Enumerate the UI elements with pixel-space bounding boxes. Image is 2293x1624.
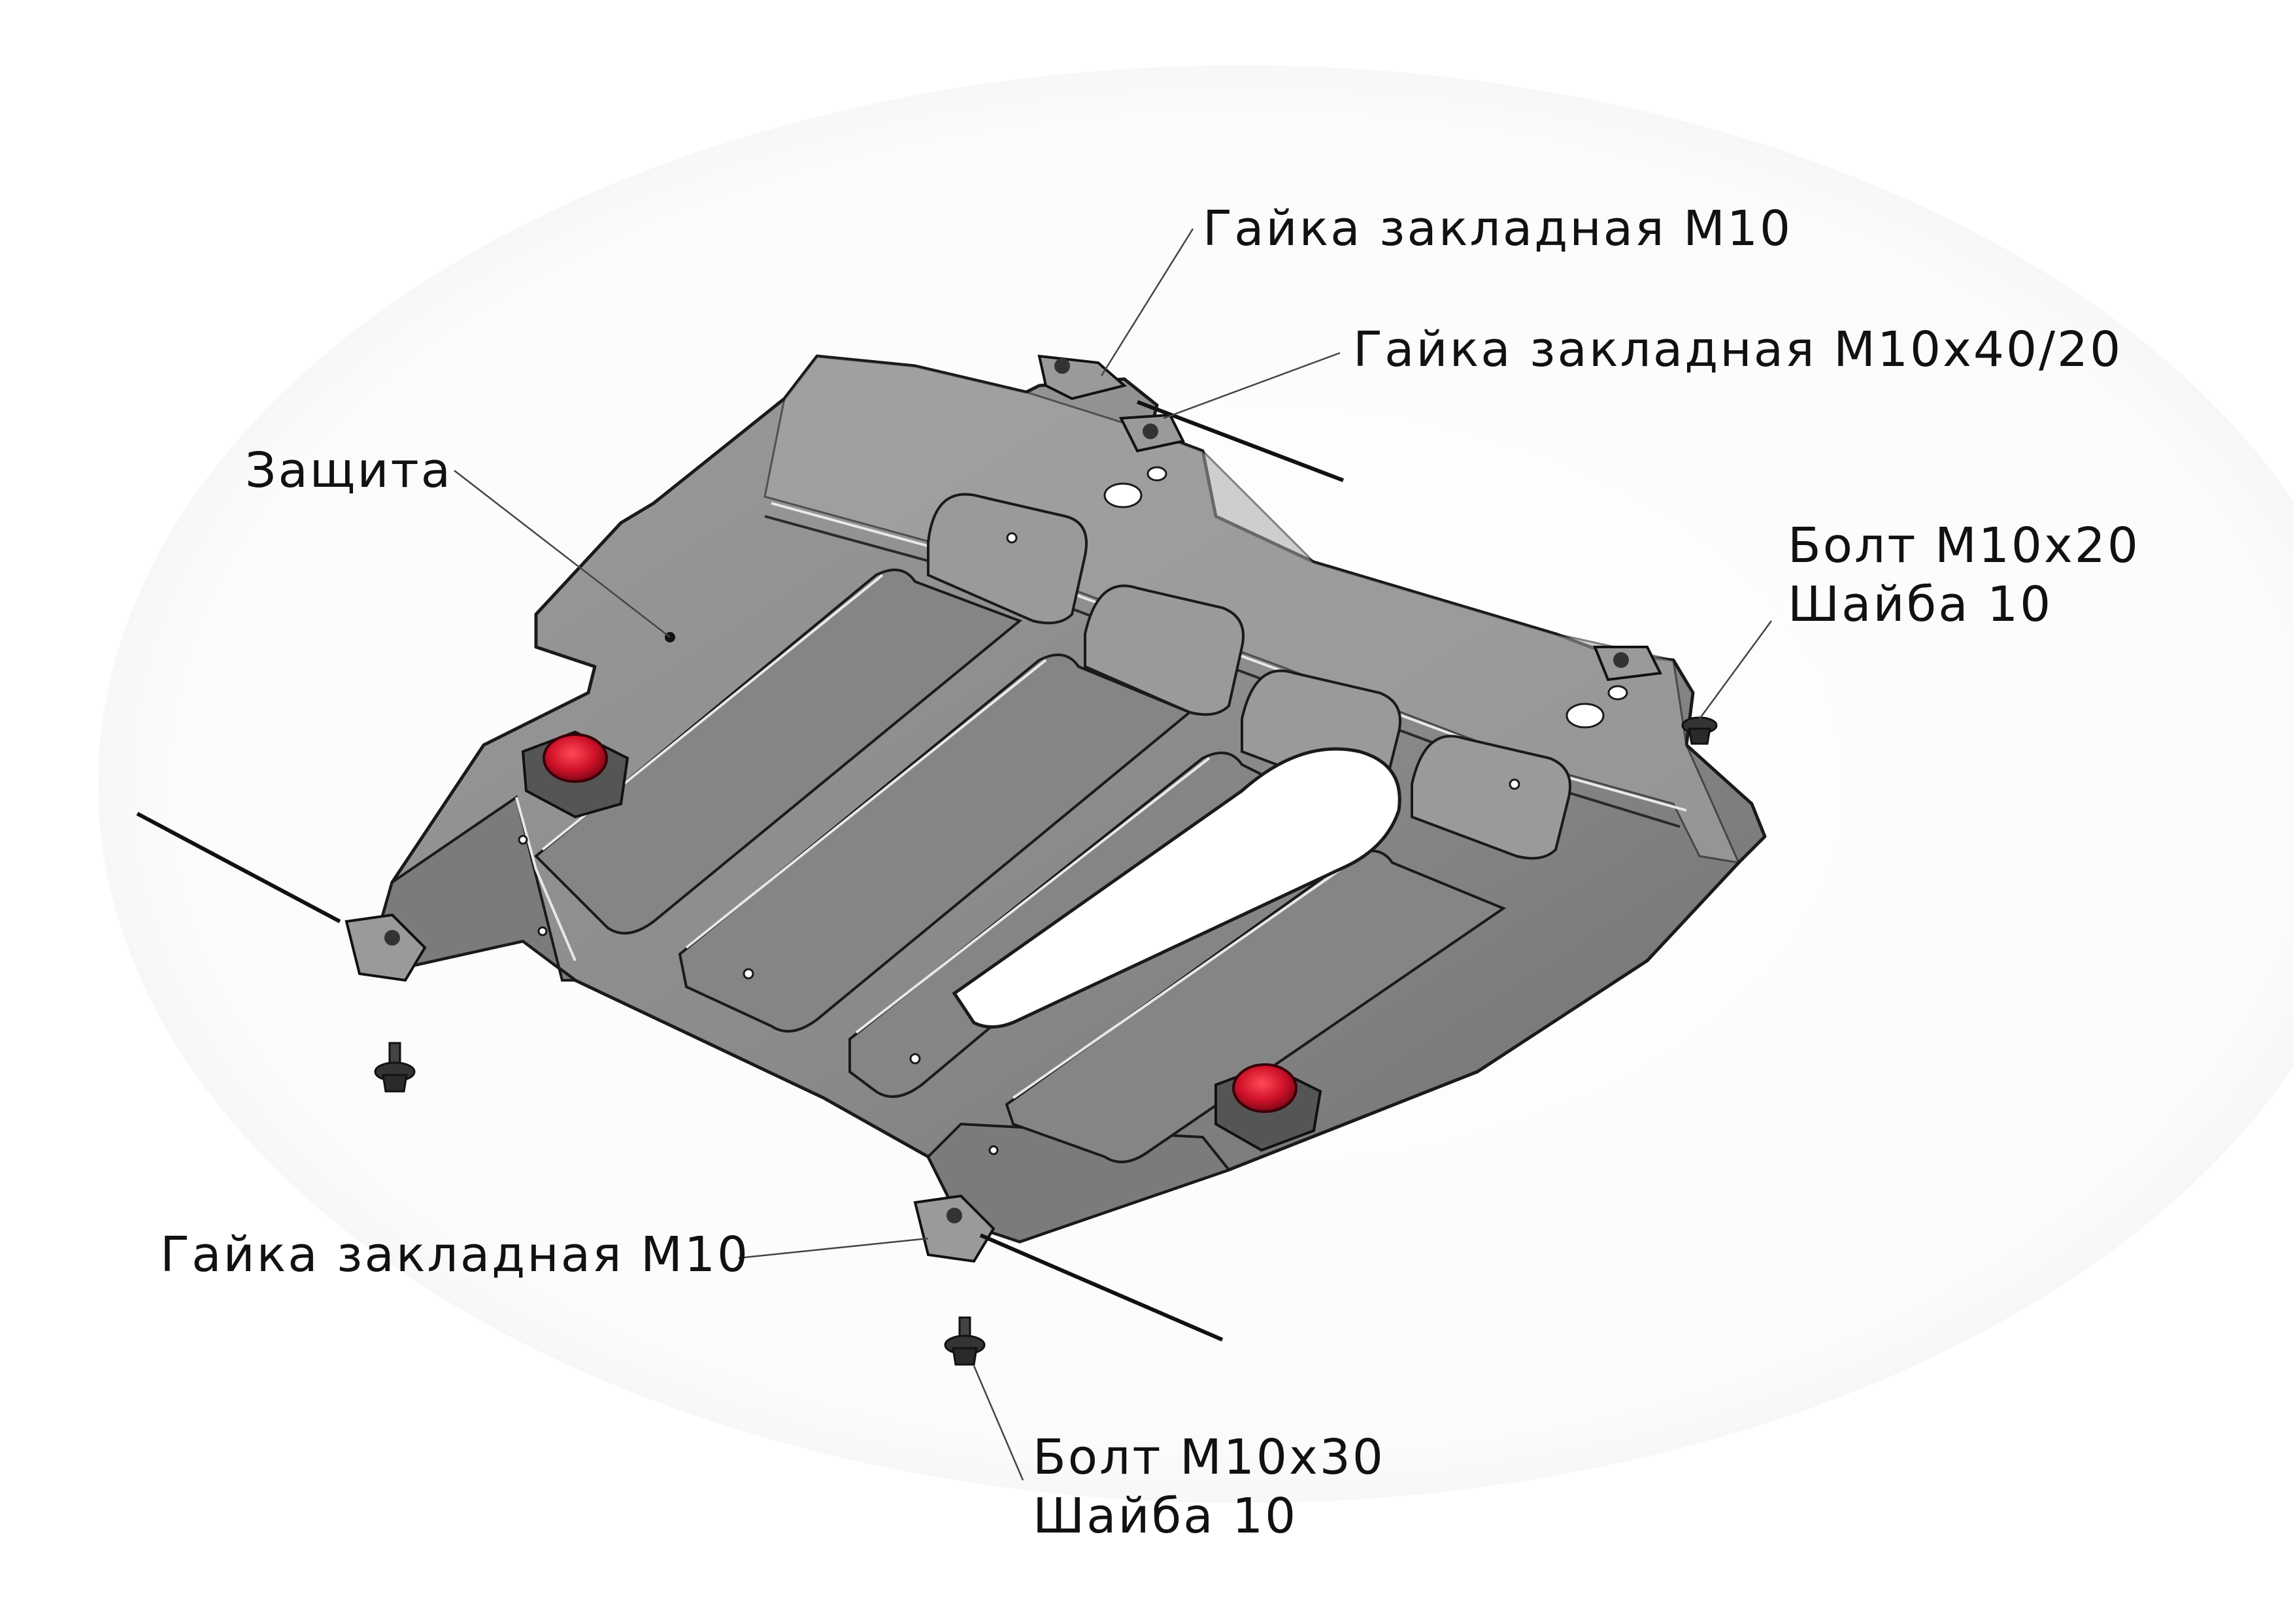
left-nut-bracket [344, 913, 427, 982]
left-red-plug [521, 730, 629, 819]
hole-left-flange-2 [537, 926, 548, 936]
label-bolt-m10x20: Болт М10х20 [1788, 518, 2140, 574]
bolt-right [1681, 716, 1718, 745]
pocket-2 [1084, 584, 1245, 716]
rib-3-highlight [855, 757, 1211, 1034]
pocket-1 [927, 493, 1088, 625]
leader-bolt-m10x20 [1698, 620, 1773, 720]
label-washer-right: Шайба 10 [1788, 576, 2052, 633]
leader-nut-m10x40 [1163, 352, 1341, 420]
mounting-holes [518, 466, 1628, 1155]
label-bolt-m10x30: Болт М10х30 [1033, 1429, 1385, 1485]
hole-bottom-flange [988, 1145, 999, 1155]
bottom-bracket-nut [946, 1208, 962, 1223]
top-bracket-2-nut [1143, 423, 1158, 439]
wire-bottom [979, 1233, 1224, 1342]
label-nut-m10-bottom: Гайка закладная М10 [160, 1227, 750, 1283]
bolt-left [374, 1042, 416, 1093]
skid-plate [136, 354, 1767, 1342]
bolt-bottom [944, 1316, 986, 1366]
service-opening [952, 747, 1401, 1029]
hole-pocket-4 [1509, 778, 1520, 790]
bottom-nut-bracket [913, 1194, 996, 1263]
leader-nut-m10-top [1100, 228, 1194, 376]
label-nut-m10x40: Гайка закладная М10х40/20 [1353, 322, 2122, 378]
hole-top-2 [1146, 466, 1167, 482]
top-nut-brackets [1037, 354, 1663, 682]
label-guard: Защита [245, 442, 452, 499]
hole-top-1 [1103, 482, 1143, 508]
label-nut-m10-top: Гайка закладная М10 [1203, 201, 1792, 257]
bottom-bracket-plate [913, 1194, 996, 1263]
bottom-plug-cap [1232, 1063, 1297, 1113]
bolt-left-head [382, 1074, 408, 1093]
rib-2 [678, 654, 1192, 1033]
rib-4-highlight [1012, 855, 1361, 1099]
bottom-red-plug [1214, 1063, 1322, 1152]
hole-pocket-1 [1006, 532, 1018, 544]
wire-left [136, 812, 341, 923]
top-bracket-1-nut [1054, 358, 1070, 374]
hole-rib-2 [743, 968, 754, 980]
right-bracket-nut [1613, 652, 1629, 668]
leader-nut-m10-bottom [738, 1237, 929, 1259]
left-bracket-plate [344, 913, 427, 982]
pocket-4 [1411, 735, 1571, 860]
hole-right-1 [1565, 703, 1605, 729]
bolt-bottom-head [952, 1347, 978, 1366]
rib-1 [534, 569, 1022, 935]
label-washer-bottom: Шайба 10 [1033, 1488, 1297, 1544]
bolt-right-head [1688, 727, 1711, 745]
left-flange-crease [515, 797, 577, 961]
hole-right-2 [1607, 685, 1628, 701]
left-plug-cap [543, 733, 608, 783]
bottom-flange [926, 1122, 1231, 1244]
hole-rib-3 [909, 1053, 921, 1065]
leader-bolt-m10x30 [973, 1365, 1024, 1481]
leader-lines [454, 228, 1773, 1481]
leader-guard [454, 470, 671, 638]
callout-labels: Защита Гайка закладная М10 Гайка закладн… [160, 201, 2140, 1544]
hole-left-flange-1 [518, 835, 528, 845]
rib-2-highlight [685, 659, 1047, 949]
left-bracket-nut [384, 930, 400, 946]
